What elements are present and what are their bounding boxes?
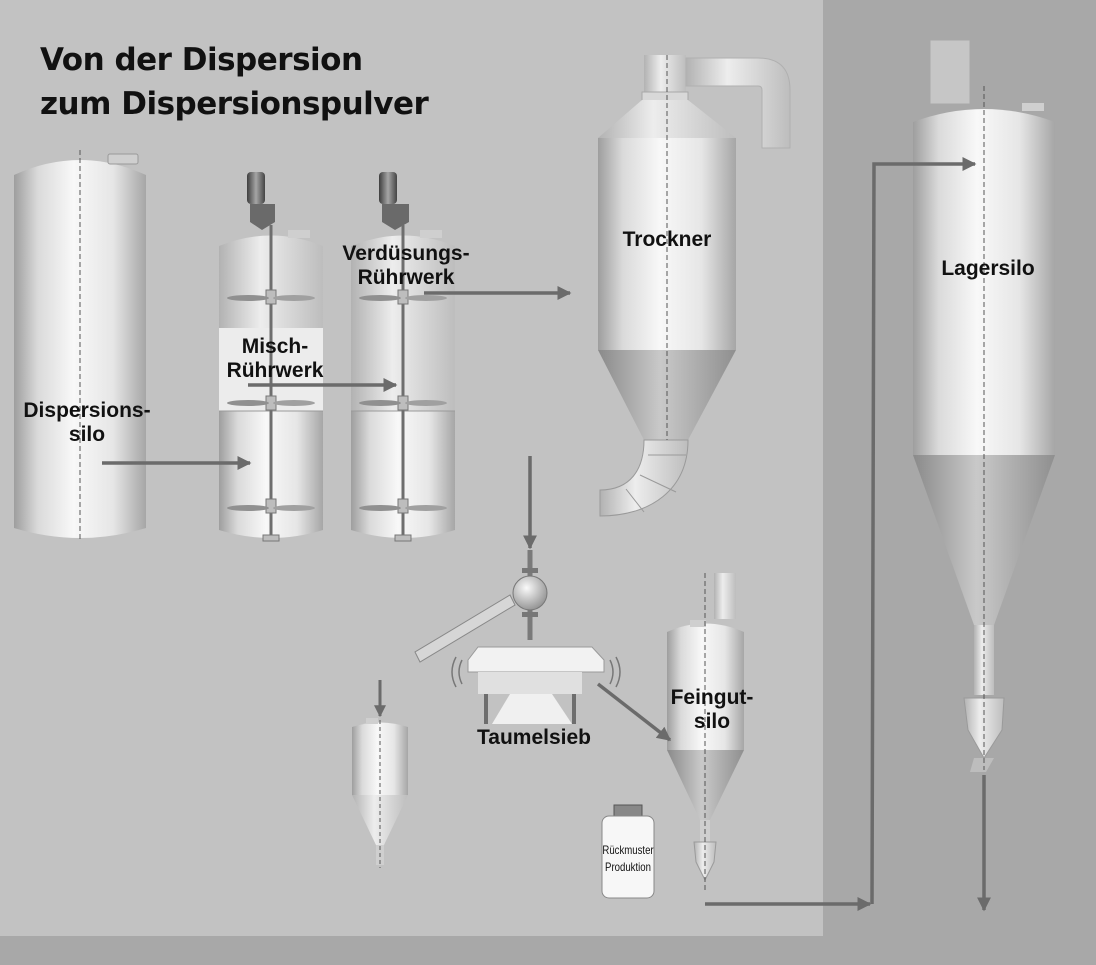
label-atomizing-agitator: Verdüsungs- Rührwerk xyxy=(326,242,486,290)
tumbler-screen xyxy=(414,550,621,724)
label-dispersion-silo: Dispersions- silo xyxy=(10,399,164,447)
flow-arrow xyxy=(870,157,977,905)
label-line: silo xyxy=(693,710,731,733)
label-line: Rührwerk xyxy=(357,266,455,289)
page-title: Von der Dispersion zum Dispersionspulver xyxy=(40,38,429,126)
storage-silo xyxy=(913,39,1055,772)
label-line: Rührwerk xyxy=(226,359,324,382)
agitator-motor-icon xyxy=(247,172,265,204)
label-dryer: Trockner xyxy=(622,228,712,251)
label-line: Verdüsungs- xyxy=(342,242,470,265)
agitator-motor-icon xyxy=(379,172,397,204)
dispersion-silo xyxy=(14,150,146,542)
label-line: silo xyxy=(68,423,106,446)
atomizing-agitator-vessel xyxy=(351,172,455,542)
small-hopper xyxy=(352,718,408,868)
label-retained-sample: Rückmuster Produktion xyxy=(600,842,656,876)
label-tumbler-screen: Taumelsieb xyxy=(477,726,591,749)
mixing-agitator-vessel xyxy=(219,172,323,542)
label-mixing-agitator: Misch- Rührwerk xyxy=(214,335,336,383)
title-line: zum Dispersionspulver xyxy=(40,86,429,122)
retained-sample-bottle xyxy=(601,804,655,899)
label-line: Dispersions- xyxy=(23,399,151,422)
label-line: Produktion xyxy=(605,860,651,874)
flow-arrow xyxy=(596,682,672,742)
spray-dryer xyxy=(598,55,791,517)
label-line: Feingut- xyxy=(670,686,754,709)
label-storage-silo: Lagersilo xyxy=(941,257,1035,280)
flow-arrows xyxy=(102,157,991,912)
label-fines-silo: Feingut- silo xyxy=(654,686,770,734)
title-line: Von der Dispersion xyxy=(40,42,363,78)
label-line: Misch- xyxy=(241,335,309,358)
fines-silo xyxy=(667,573,744,892)
label-line: Rückmuster xyxy=(602,843,654,857)
